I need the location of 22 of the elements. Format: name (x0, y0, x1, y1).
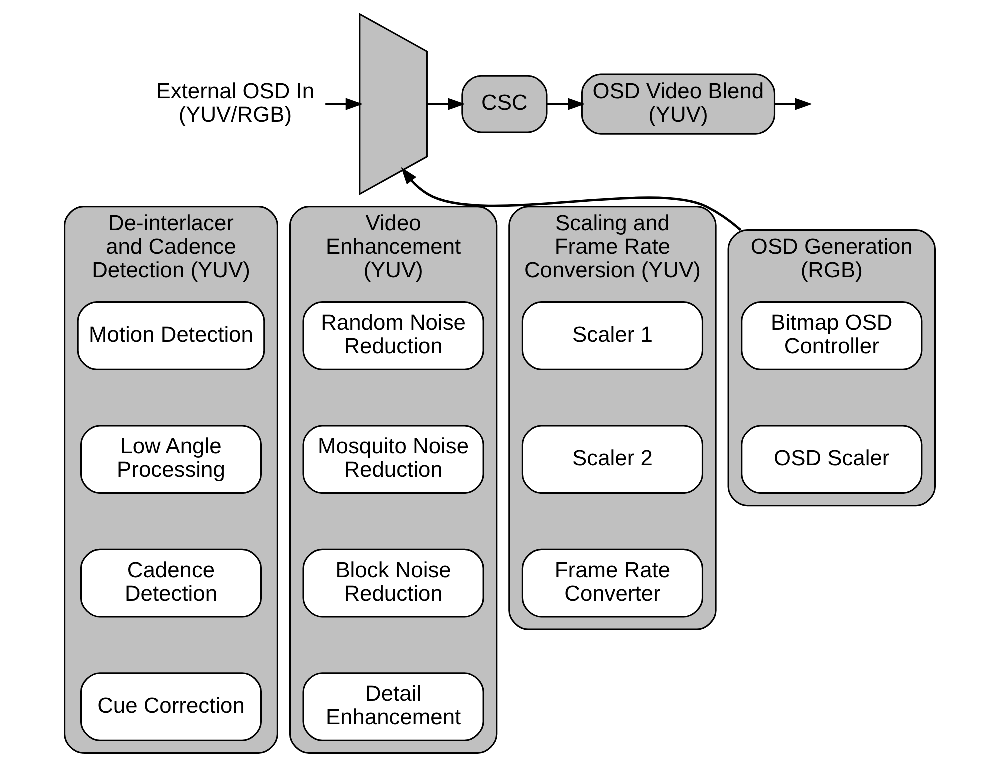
node-box: Cue Correction (80, 672, 262, 742)
node-box: Bitmap OSD Controller (740, 302, 922, 370)
node-box: Motion Detection (76, 302, 265, 370)
node-box: CSC (461, 75, 548, 134)
node-box: Detail Enhancement (302, 672, 484, 742)
node-box: Random Noise Reduction (302, 302, 484, 370)
node-box: OSD Video Blend (YUV) (580, 74, 776, 135)
node-box: OSD Scaler (740, 425, 922, 494)
arrow (546, 98, 585, 110)
node-box: Low Angle Processing (80, 425, 262, 494)
node-text: External OSD In (YUV/RGB) (156, 78, 314, 127)
arrow (325, 98, 363, 110)
node-box: Cadence Detection (80, 548, 262, 618)
node-trapezium (358, 12, 428, 196)
node-box: Scaler 2 (521, 425, 704, 494)
arrow (426, 98, 465, 110)
node-box: Scaler 1 (521, 302, 704, 370)
arrow (774, 98, 812, 110)
node-box: Block Noise Reduction (302, 548, 484, 618)
arrow (400, 167, 742, 232)
node-box: Frame Rate Converter (521, 548, 704, 618)
node-box: Mosquito Noise Reduction (302, 425, 484, 494)
